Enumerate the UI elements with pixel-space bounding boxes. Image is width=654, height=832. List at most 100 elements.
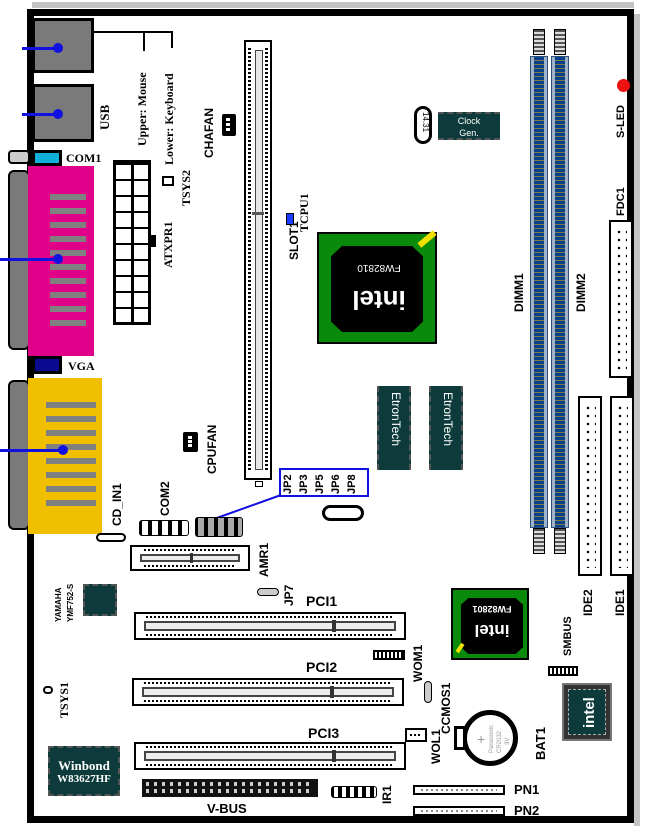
battery-brand: Panasonic [489,724,495,753]
ps2-pointer-dot [53,43,63,53]
slot1-key [255,481,263,487]
ide2-connector [578,396,602,576]
pn1-header [413,785,505,795]
clock-generator-chip: Clock Gen. [438,112,500,140]
audio-chip-model: YMF752-S [66,583,75,622]
pci3-slot [134,742,406,770]
northbridge-chip: FW82810 intel [317,230,437,344]
ccmos1-label: CCMOS1 [439,682,453,734]
sdram-chip-2: EtronTech [429,386,463,470]
tcpu1-label: TCPU1 [297,193,311,232]
cmos-battery: + Panasonic CR2032 3V [462,710,518,766]
dimm1-slot [530,56,548,528]
usb-label: USB [97,104,112,130]
ps2-leader-keyboard [171,31,173,48]
vga-label: VGA [68,359,95,373]
com1-port [32,150,62,166]
tsys2-connector [162,176,174,186]
superio-model: W83627HF [57,773,111,785]
crystal-label: 14.31 [421,112,430,133]
wol1-label: WOL1 [429,729,443,764]
crystal-oscillator [414,106,432,144]
v-bus-label: V-BUS [207,801,247,816]
com1-label: COM1 [66,151,102,165]
battery-voltage: 3V [505,737,511,745]
battery-clip [454,726,466,750]
firmware-hub-brand: intel [581,697,598,728]
ps2-leader-mouse [143,31,145,51]
battery-model: CR2032 [497,730,503,753]
usb-pointer-line [22,113,58,116]
tsys2-label: TSYS2 [179,169,193,206]
jumper-headers[interactable] [195,517,243,537]
pci2-slot [132,678,404,706]
clock-gen-label-2: Gen. [459,128,479,138]
wom1-connector [373,650,405,660]
jp5-label: JP5 [314,474,326,494]
dimm2-top-latch[interactable] [554,29,566,55]
bat1-label: BAT1 [533,727,548,760]
wol1-connector [405,728,427,742]
dimm1-label: DIMM1 [512,273,526,312]
cd-in1-label: CD_IN1 [110,483,124,526]
southbridge-chip: FW82801 intel [451,588,529,660]
jp3-label: JP3 [298,474,310,494]
game-port-shell [8,380,30,530]
ir1-label: IR1 [380,785,394,804]
atx-power-connector [113,160,151,325]
ps2-ports [32,18,94,73]
s-led-label: S-LED [615,105,627,138]
ir1-header [331,786,377,798]
board-shadow-right [634,14,640,826]
game-port [28,378,102,534]
amr1-slot [130,545,250,571]
com1-screw [8,150,30,164]
firmware-hub-chip: intel [562,683,612,741]
ps2-upper-mouse-label: Upper: Mouse [135,72,149,146]
com2-label: COM2 [158,481,172,516]
parallel-pointer-dot [53,254,63,264]
ide2-label: IDE2 [581,589,595,616]
jp2-label: JP2 [282,474,294,494]
tsys1-label: TSYS1 [57,681,71,718]
v-bus-header [142,779,318,797]
jumper-pointer-line [213,494,282,520]
ide1-label: IDE1 [613,589,627,616]
jp8-label: JP8 [346,474,358,494]
sdram-brand-1: EtronTech [389,392,403,447]
tsys1-connector [43,686,53,694]
dimm2-bottom-latch[interactable] [554,528,566,554]
audio-chip-brand: YAMAHA [54,587,63,622]
cpufan-connector [183,432,198,452]
dimm1-top-latch[interactable] [533,29,545,55]
s-led-indicator [617,79,630,92]
jp7-label: JP7 [282,584,296,606]
game-pointer-dot [58,445,68,455]
pci3-label: PCI3 [308,725,340,741]
jp6-label: JP6 [330,474,342,494]
vga-port [32,356,62,374]
ccmos1-jumper[interactable] [424,681,432,703]
amr1-label: AMR1 [257,542,271,577]
northbridge-brand: intel [352,285,406,315]
sdram-chip-1: EtronTech [377,386,411,470]
atx-power-latch [151,235,156,247]
cd-in1-connector [96,533,126,542]
audio-codec-chip [83,584,117,616]
ide1-connector [610,396,634,576]
sdram-brand-2: EtronTech [441,392,455,447]
jumper-group-box [279,468,369,497]
board-shadow-top [32,2,634,8]
pci2-label: PCI2 [306,659,338,675]
game-pointer-line [0,449,62,452]
usb-pointer-dot [53,109,63,119]
superio-brand: Winbond [58,758,110,773]
crystal-oscillator-2 [322,505,364,521]
jp7-jumper[interactable] [257,588,279,596]
pci1-slot [134,612,406,640]
smbus-connector [548,666,578,676]
dimm1-bottom-latch[interactable] [533,528,545,554]
com2-header [139,520,189,536]
atxpr1-label: ATXPR1 [161,221,175,268]
chafan-label: CHAFAN [202,108,216,158]
